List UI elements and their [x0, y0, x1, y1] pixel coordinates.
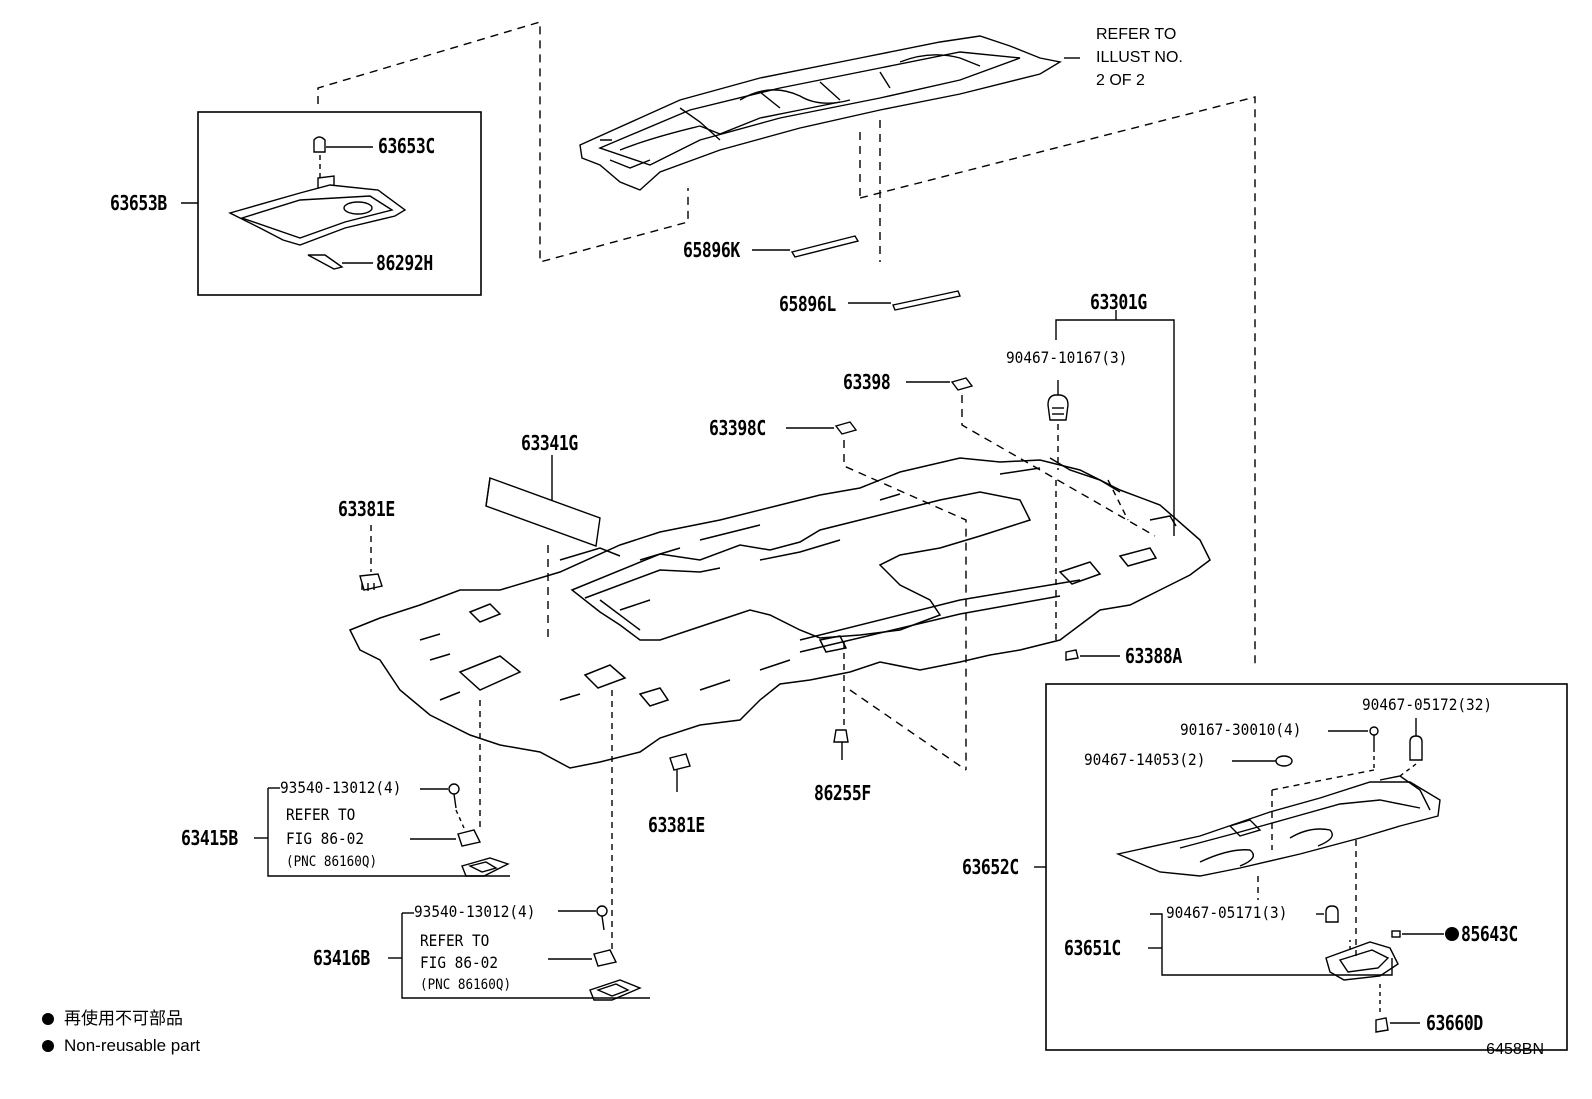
overhead-panel-63653B-icon	[228, 155, 407, 246]
part-65896K[interactable]: 65896K	[683, 238, 740, 262]
clip-85643C-icon	[1391, 930, 1444, 938]
part-93540-13012-b[interactable]: 93540-13012(4)	[414, 902, 536, 921]
part-63415B[interactable]: 63415B	[181, 826, 238, 850]
screw-93540-b-icon	[558, 905, 608, 931]
lamp-86160Q-a-icon	[410, 829, 510, 877]
part-63341G[interactable]: 63341G	[521, 431, 578, 455]
screw-90167-30010-icon	[1328, 726, 1379, 770]
refer-fig-b-line2[interactable]: FIG 86-02	[420, 953, 499, 972]
diagram-code: 6458BN	[1486, 1041, 1544, 1058]
clip-63381E-bottom-icon	[669, 753, 691, 792]
pad-63341G-icon	[485, 455, 601, 547]
legend-item-jp: 再使用不可部品	[42, 1010, 183, 1027]
clip-63653C-icon	[313, 136, 373, 153]
clip-63381E-top-icon	[359, 525, 383, 591]
part-86255F[interactable]: 86255F	[814, 781, 871, 805]
refer-fig-a-line1: REFER TO	[286, 805, 356, 824]
part-63651C[interactable]: 63651C	[1064, 936, 1121, 960]
legend-dot-icon	[42, 1040, 54, 1052]
bracket-65896K-icon	[752, 235, 860, 258]
roof-frame-icon	[579, 35, 1062, 191]
part-63301G[interactable]: 63301G	[1090, 290, 1147, 314]
legend-label-en: Non-reusable part	[64, 1036, 201, 1055]
clip-90467-05172-icon	[1399, 718, 1423, 777]
clip-63660D-icon	[1375, 984, 1420, 1033]
part-86292H[interactable]: 86292H	[376, 251, 433, 275]
screw-93540-a-icon	[420, 783, 465, 829]
part-90467-05171[interactable]: 90467-05171(3)	[1166, 903, 1288, 922]
refer-fig-a-line3: (PNC 86160Q)	[286, 854, 378, 870]
clip-90467-10167-icon	[1047, 380, 1069, 421]
lamp-86160Q-b-icon	[548, 949, 642, 1001]
part-90467-05172[interactable]: 90467-05172(32)	[1362, 695, 1493, 714]
part-90167-30010[interactable]: 90167-30010(4)	[1180, 720, 1302, 739]
part-63660D[interactable]: 63660D	[1426, 1011, 1483, 1035]
part-63653C[interactable]: 63653C	[378, 134, 435, 158]
part-93540-13012-a[interactable]: 93540-13012(4)	[280, 778, 402, 797]
clip-63388A-icon	[1065, 649, 1120, 661]
part-85643C[interactable]: 85643C	[1461, 922, 1518, 946]
strip-86292H-icon	[307, 254, 373, 270]
part-63416B[interactable]: 63416B	[313, 946, 370, 970]
lamp-63651C-icon	[1325, 940, 1399, 981]
refer-illust-note: REFER TO ILLUST NO. 2 OF 2	[1096, 26, 1183, 89]
legend-label-jp: 再使用不可部品	[64, 1009, 183, 1028]
part-63652C[interactable]: 63652C	[962, 855, 1019, 879]
part-63381E-top[interactable]: 63381E	[338, 497, 395, 521]
clip-90467-05171-icon	[1316, 905, 1339, 923]
assembly-box-63652C	[1045, 683, 1568, 1051]
non-reusable-dot-85643C	[1445, 927, 1459, 941]
part-63398[interactable]: 63398	[843, 370, 891, 394]
legend-dot-icon	[42, 1013, 54, 1025]
pad-63398-icon	[906, 377, 974, 391]
part-90467-14053[interactable]: 90467-14053(2)	[1084, 750, 1206, 769]
part-90467-10167[interactable]: 90467-10167(3)	[1006, 348, 1128, 367]
refer-fig-b-line1: REFER TO	[420, 931, 490, 950]
part-63398C[interactable]: 63398C	[709, 416, 766, 440]
headliner-63301G-icon	[348, 457, 1211, 769]
refer-fig-b-line3: (PNC 86160Q)	[420, 977, 512, 993]
part-63381E-bottom[interactable]: 63381E	[648, 813, 705, 837]
console-panel-63652C-icon	[1115, 775, 1441, 877]
part-63653B[interactable]: 63653B	[110, 191, 167, 215]
clip-86255F-icon	[833, 729, 849, 760]
pad-63398C-icon	[786, 421, 858, 435]
part-65896L[interactable]: 65896L	[779, 292, 836, 316]
part-63388A[interactable]: 63388A	[1125, 644, 1182, 668]
refer-fig-a-line2[interactable]: FIG 86-02	[286, 829, 365, 848]
legend-item-en: Non-reusable part	[42, 1037, 200, 1054]
nut-90467-14053-icon	[1232, 755, 1293, 767]
bracket-65896L-icon	[848, 290, 961, 311]
